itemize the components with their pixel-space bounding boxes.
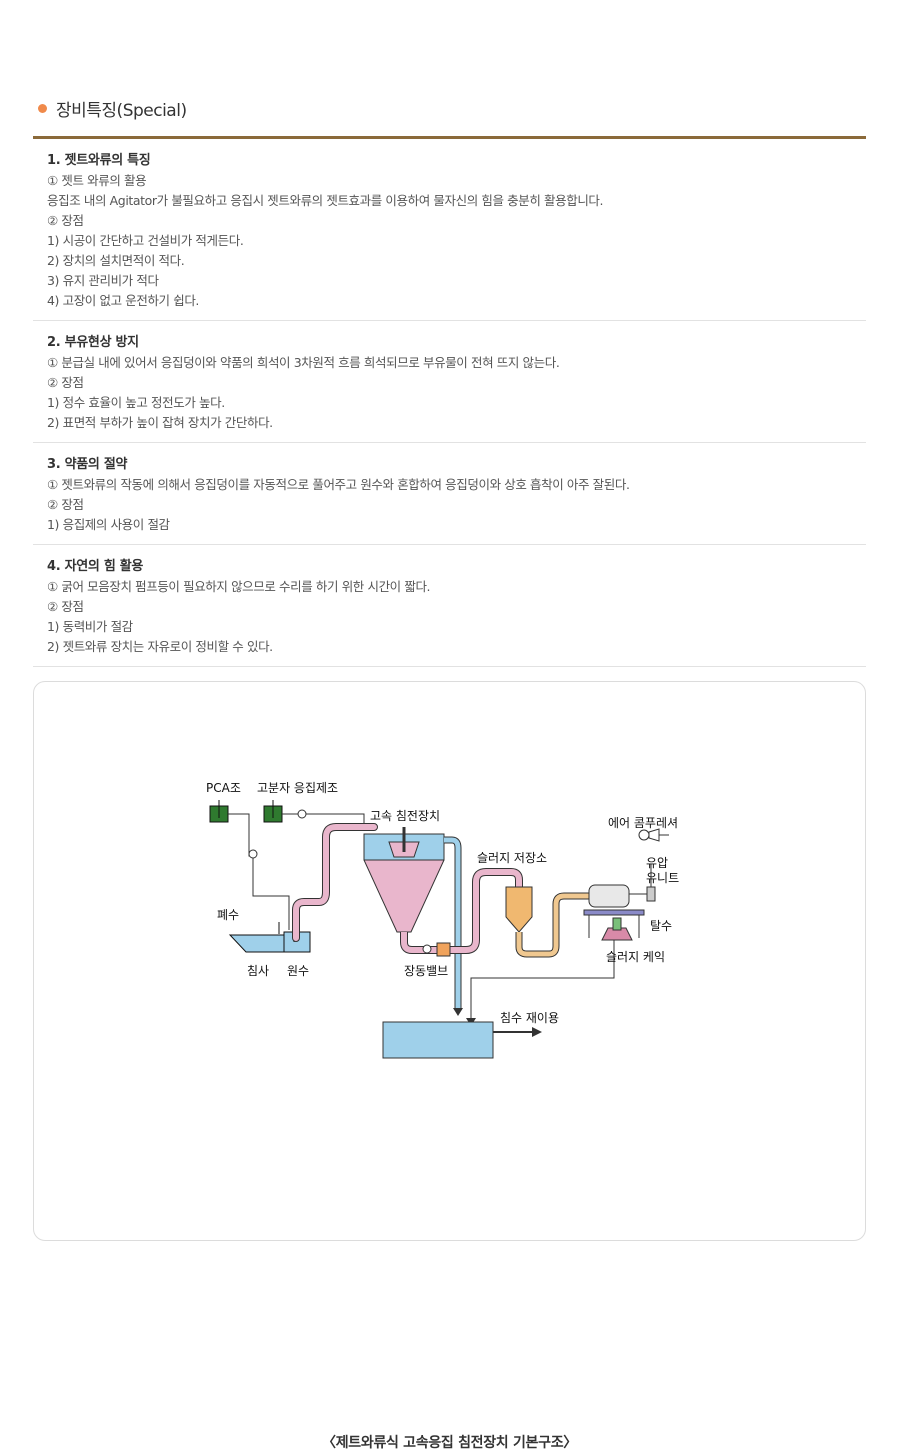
section-line: 2) 젯트와류 장치는 자유로이 정비할 수 있다. — [47, 639, 273, 654]
label-pca: PCA조 — [206, 781, 241, 795]
label-clarifier: 고속 침전장치 — [370, 809, 440, 823]
sludge-pipe — [400, 868, 523, 957]
feature-section-3: 3. 약품의 절약 ① 젯트와류의 작동에 의해서 응집덩이를 자동적으로 풀어… — [33, 443, 866, 545]
section-title: 4. 자연의 힘 활용 — [47, 559, 144, 574]
cake-line — [470, 940, 615, 1020]
section-line: ② 장점 — [47, 497, 84, 512]
page-title: 장비특징(Special) — [56, 101, 187, 121]
feature-section-1: 1. 젯트와류의 특징 ① 젯트 와류의 활용 응집조 내의 Agitator가… — [33, 139, 866, 321]
section-line: 2) 장치의 설치면적이 적다. — [47, 253, 185, 268]
section-line: ② 장점 — [47, 599, 84, 614]
section-line: ① 젯트와류의 작동에 의해서 응집덩이를 자동적으로 풀어주고 원수와 혼합하… — [47, 477, 630, 492]
clarifier-icon — [363, 827, 445, 933]
section-line: 2) 표면적 부하가 높이 잡혀 장치가 간단하다. — [47, 415, 273, 430]
section-header: 장비특징(Special) — [38, 96, 187, 121]
label-sludge-store: 슬러지 저장소 — [477, 851, 547, 865]
pca-tank-icon — [209, 800, 229, 823]
diagram-caption: 〈제트와류식 고속응집 침전장치 기본구조〉 — [322, 1435, 577, 1451]
label-dewater: 탈수 — [650, 919, 672, 933]
air-compressor-icon — [638, 828, 669, 842]
influent-pipe — [292, 823, 378, 942]
chemical-lines — [228, 809, 365, 930]
section-line: 1) 정수 효율이 높고 정전도가 높다. — [47, 395, 225, 410]
bullet-dot-icon — [38, 104, 47, 113]
dewatering-drum-icon — [583, 864, 656, 941]
feature-list: 1. 젯트와류의 특징 ① 젯트 와류의 활용 응집조 내의 Agitator가… — [33, 139, 866, 667]
label-sludge-cake: 슬러지 케익 — [606, 950, 665, 964]
label-grit: 침사 — [247, 964, 269, 978]
label-raw-water: 원수 — [287, 964, 309, 978]
section-line: 응집조 내의 Agitator가 불필요하고 응집시 젯트와류의 젯트효과를 이… — [47, 193, 604, 208]
section-line: 1) 동력비가 절감 — [47, 619, 133, 634]
section-line: 4) 고장이 없고 운전하기 쉽다. — [47, 293, 199, 308]
section-line: 1) 응집제의 사용이 절감 — [47, 517, 170, 532]
section-line: 3) 유지 관리비가 적다 — [47, 273, 159, 288]
feature-section-4: 4. 자연의 힘 활용 ① 굵어 모음장치 펌프등이 필요하지 않으므로 수리를… — [33, 545, 866, 667]
reuse-tank-icon — [382, 1021, 542, 1059]
label-wastewater: 폐수 — [217, 908, 239, 922]
feature-section-2: 2. 부유현상 방지 ① 분급실 내에 있어서 응집덩이와 약품의 희석이 3차… — [33, 321, 866, 443]
section-line: ② 장점 — [47, 375, 84, 390]
label-polymer: 고분자 응집제조 — [257, 781, 338, 795]
section-line: ① 분급실 내에 있어서 응집덩이와 약품의 희석이 3차원적 흐름 희석되므로… — [47, 355, 560, 370]
label-valve: 장동밸브 — [404, 964, 448, 978]
dewater-pipe — [515, 892, 589, 958]
section-title: 1. 젯트와류의 특징 — [47, 153, 151, 168]
section-line: ① 젯트 와류의 활용 — [47, 173, 147, 188]
label-reuse: 침수 재이용 — [500, 1011, 559, 1025]
label-hydraulic-2: 유니트 — [646, 871, 679, 885]
sludge-storage-icon — [505, 886, 533, 933]
header-divider — [33, 136, 866, 139]
section-line: ① 굵어 모음장치 펌프등이 필요하지 않으므로 수리를 하기 위한 시간이 짧… — [47, 579, 431, 594]
section-title: 3. 약품의 절약 — [47, 457, 128, 472]
section-line: 1) 시공이 간단하고 건설비가 적게든다. — [47, 233, 244, 248]
process-diagram: PCA조 고분자 응집제조 고속 침전장치 에어 콤푸레셔 슬러지 저장소 유압… — [206, 781, 679, 1059]
process-diagram-box: PCA조 고분자 응집제조 고속 침전장치 에어 콤푸레셔 슬러지 저장소 유압… — [33, 681, 866, 1451]
section-title: 2. 부유현상 방지 — [47, 335, 139, 350]
label-air-compressor: 에어 콤푸레셔 — [608, 816, 678, 830]
polymer-tank-icon — [263, 800, 283, 823]
label-hydraulic-1: 유압 — [646, 856, 668, 870]
effluent-pipe — [444, 836, 463, 1016]
section-line: ② 장점 — [47, 213, 84, 228]
